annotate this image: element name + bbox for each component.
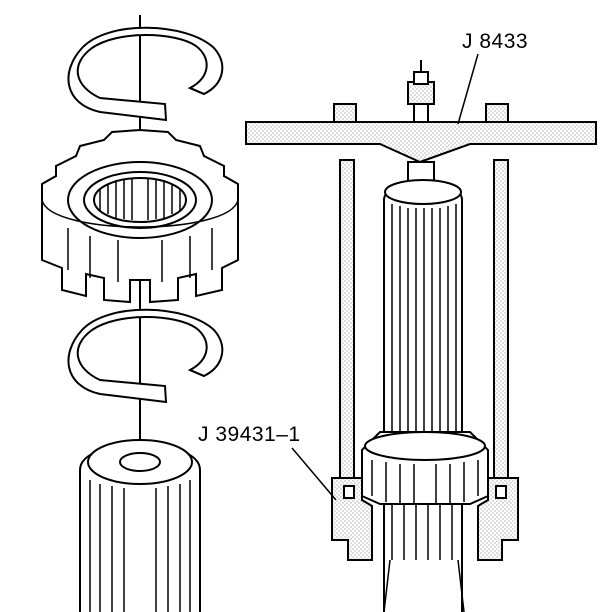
left-bolt-head — [333, 103, 357, 123]
lower-snap-ring — [67, 308, 224, 404]
shaft-gear — [361, 431, 489, 505]
puller-assembly — [245, 60, 597, 612]
clutch-gear — [41, 128, 239, 304]
upper-snap-ring — [67, 26, 224, 122]
puller-tool-label: J 8433 — [462, 30, 529, 53]
left-adapter-jaw — [331, 477, 373, 561]
right-adapter-jaw — [477, 477, 519, 561]
puller-leader-line — [457, 53, 479, 125]
lower-shaft-section — [383, 504, 465, 612]
adapter-leader-line — [291, 447, 337, 501]
right-puller-leg — [493, 159, 509, 487]
splined-shaft-end — [79, 439, 201, 612]
left-puller-leg — [339, 159, 355, 487]
forcing-screw-stem — [413, 103, 429, 123]
exploded-parts-stack — [41, 15, 239, 612]
adapter-tool-label: J 39431–1 — [198, 423, 301, 446]
right-bolt-head — [485, 103, 509, 123]
mainshaft — [383, 179, 463, 612]
forcing-screw-nut — [407, 60, 435, 105]
callout-leaders — [291, 53, 479, 501]
puller-crossbar — [245, 121, 597, 164]
